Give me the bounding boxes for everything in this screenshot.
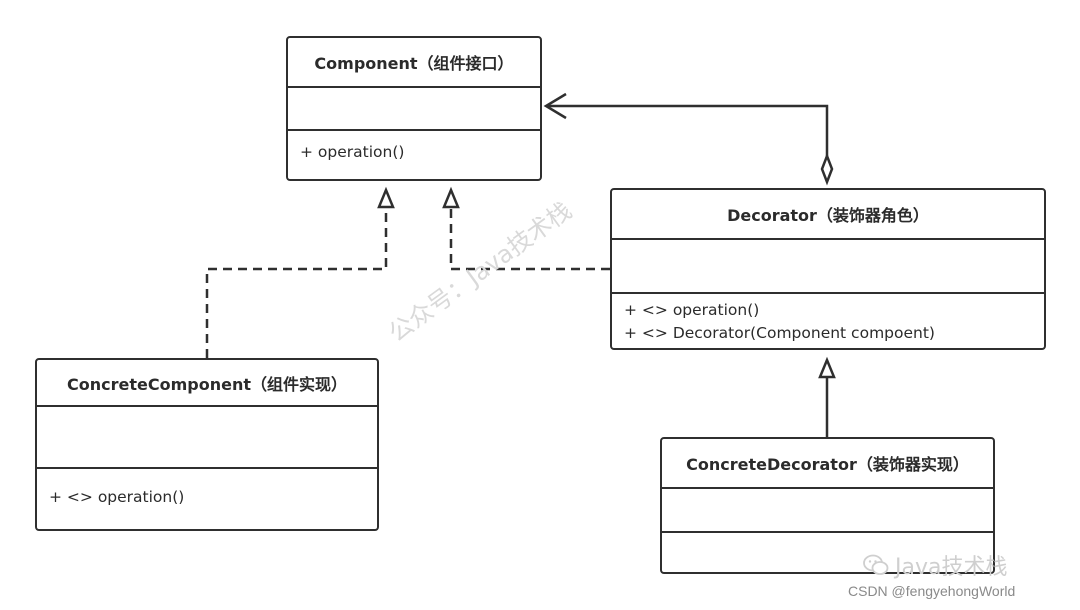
decorator-class-box: Decorator（装饰器角色） + <> operation() + <> D… xyxy=(610,188,1046,350)
concrete-decorator-class-box: ConcreteDecorator（装饰器实现） xyxy=(660,437,995,574)
concrete-component-class-title: ConcreteComponent（组件实现） xyxy=(37,360,377,407)
concrete-decorator-attributes-section xyxy=(662,489,993,533)
decorator-attributes-section xyxy=(612,240,1044,294)
concrete-component-operations-section: + <> operation() xyxy=(37,469,377,509)
decorator-realization-line xyxy=(449,207,610,271)
component-class-box: Component（组件接口） + operation() xyxy=(286,36,542,181)
aggregation-arrowhead xyxy=(543,92,567,120)
component-operations-section: + operation() xyxy=(288,131,540,164)
concrete-component-operation: + <> operation() xyxy=(49,488,185,506)
csdn-credit: CSDN @fengyehongWorld xyxy=(848,583,1016,599)
decorator-operation: + <> Decorator(Component compoent) xyxy=(624,324,935,342)
brand-watermark: Java技术栈 xyxy=(863,549,1007,581)
concrete-decorator-operations-section xyxy=(662,533,993,543)
decorator-operations-section: + <> operation() + <> Decorator(Componen… xyxy=(612,294,1044,345)
decorator-class-title: Decorator（装饰器角色） xyxy=(612,190,1044,240)
concrete-component-realization-line xyxy=(205,207,388,358)
decorator-operation: + <> operation() xyxy=(624,301,760,319)
concrete-component-realization-arrowhead xyxy=(377,186,395,209)
component-class-title: Component（组件接口） xyxy=(288,38,540,88)
component-attributes-section xyxy=(288,88,540,131)
component-operation: + operation() xyxy=(300,143,405,161)
concrete-decorator-class-title: ConcreteDecorator（装饰器实现） xyxy=(662,439,993,489)
concrete-component-attributes-section xyxy=(37,407,377,469)
wechat-icon xyxy=(863,554,889,575)
aggregation-diamond xyxy=(820,152,834,186)
concrete-decorator-inheritance-arrowhead xyxy=(818,356,836,379)
aggregation-line xyxy=(546,104,829,156)
brand-watermark-text: Java技术栈 xyxy=(895,555,1008,580)
decorator-realization-arrowhead xyxy=(442,186,460,209)
concrete-component-class-box: ConcreteComponent（组件实现） + <> operation() xyxy=(35,358,379,531)
